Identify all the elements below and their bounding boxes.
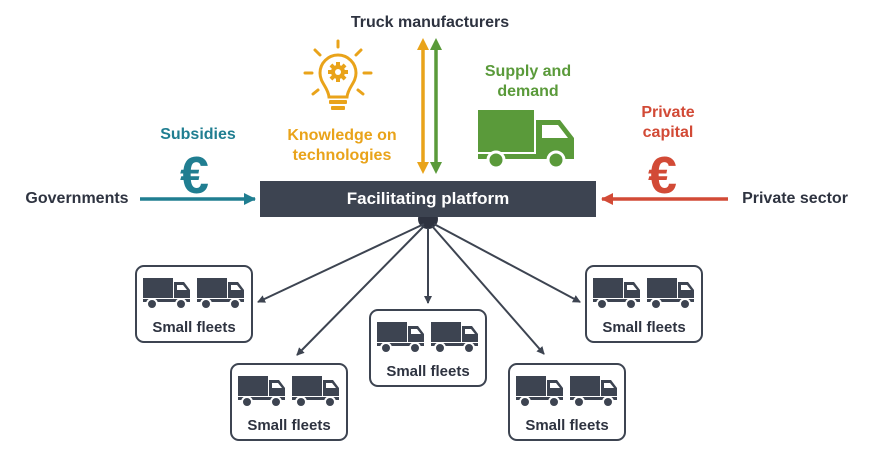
small-fleet-label: Small fleets xyxy=(152,319,236,336)
fleet-arrow-1 xyxy=(257,223,425,303)
small-fleet-box-2: Small fleets xyxy=(230,363,348,441)
knowledge-line-1: Knowledge on xyxy=(287,127,397,144)
supply-demand-label: Supply and demand xyxy=(468,62,588,102)
fleet-arrow-2 xyxy=(296,225,425,356)
subsidies-label: Subsidies xyxy=(160,126,236,143)
fleet-arrow-4 xyxy=(431,225,545,355)
private-capital-line-2: capital xyxy=(642,124,694,141)
small-fleet-label: Small fleets xyxy=(525,417,609,434)
knowledge-line-2: technologies xyxy=(292,147,392,164)
governments-label: Governments xyxy=(25,190,129,207)
lightbulb-gear-icon xyxy=(303,39,373,110)
fleet-arrow-5 xyxy=(433,223,581,303)
small-fleet-box-1: Small fleets xyxy=(135,265,253,343)
knowledge-label: Knowledge on technologies xyxy=(272,126,412,166)
small-fleet-box-3: Small fleets xyxy=(369,309,487,387)
private-sector-label: Private sector xyxy=(742,190,848,207)
truck-icon xyxy=(592,277,695,309)
supply-demand-line-1: Supply and xyxy=(484,63,572,80)
small-fleet-box-5: Small fleets xyxy=(585,265,703,343)
small-fleet-label: Small fleets xyxy=(602,319,686,336)
small-fleet-label: Small fleets xyxy=(386,363,470,380)
small-fleet-label: Small fleets xyxy=(247,417,331,434)
supply-demand-line-2: demand xyxy=(497,83,559,100)
truck-icon xyxy=(142,277,245,309)
subsidies-euro-icon: € xyxy=(180,147,209,205)
private-capital-line-1: Private xyxy=(641,104,695,121)
small-fleet-box-4: Small fleets xyxy=(508,363,626,441)
private-capital-label: Private capital xyxy=(618,103,718,143)
truck-icon xyxy=(376,321,479,353)
delivery-truck-icon xyxy=(478,110,574,170)
truck-manufacturers-label: Truck manufacturers xyxy=(350,14,510,31)
truck-icon xyxy=(515,375,618,407)
truck-icon xyxy=(237,375,340,407)
private-capital-euro-icon: € xyxy=(648,147,677,205)
platform-label: Facilitating platform xyxy=(346,189,510,208)
facilitating-platform: Facilitating platform xyxy=(260,181,596,217)
